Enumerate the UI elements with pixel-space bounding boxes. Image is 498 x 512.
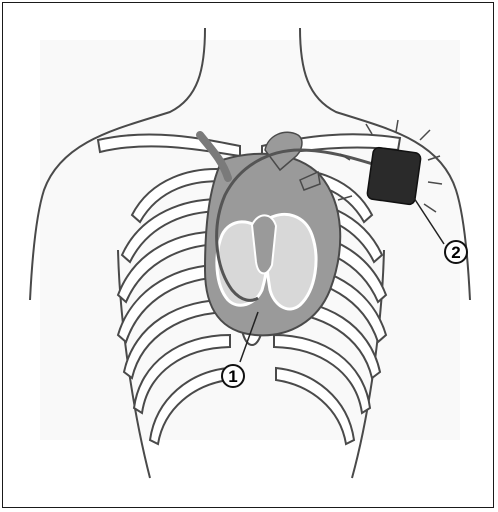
septum [252, 215, 276, 273]
callout-number-1: 1 [228, 367, 237, 386]
callout-marker-2: 2 [445, 241, 467, 263]
callout-marker-1: 1 [222, 365, 244, 387]
pulse-generator [367, 147, 422, 205]
callout-number-2: 2 [451, 243, 460, 262]
